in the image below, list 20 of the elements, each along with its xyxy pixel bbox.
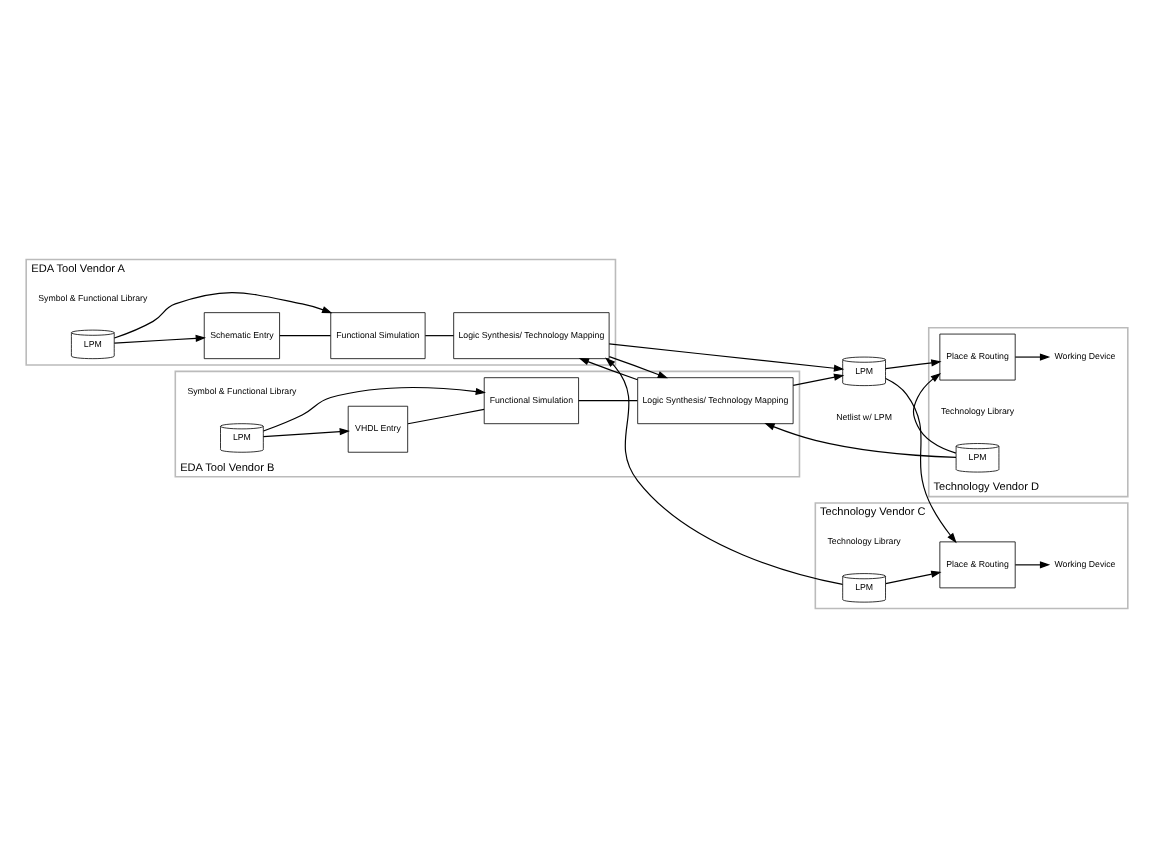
arrow (764, 422, 957, 457)
arrow (262, 427, 350, 437)
arrow (792, 372, 845, 385)
arrow (608, 342, 845, 371)
connector (279, 334, 332, 336)
arrow (113, 333, 206, 343)
arrow (1014, 560, 1051, 568)
arrow (113, 291, 333, 338)
connector (424, 334, 455, 336)
connector (578, 399, 638, 401)
arrow (1014, 352, 1051, 360)
arrow (912, 372, 957, 453)
connector (407, 407, 485, 424)
arrow (885, 569, 942, 584)
arrow (605, 356, 844, 585)
arrow (262, 386, 486, 431)
arrow (608, 355, 668, 378)
arrow (885, 376, 957, 543)
arrow (578, 357, 639, 380)
arrow (885, 358, 942, 369)
